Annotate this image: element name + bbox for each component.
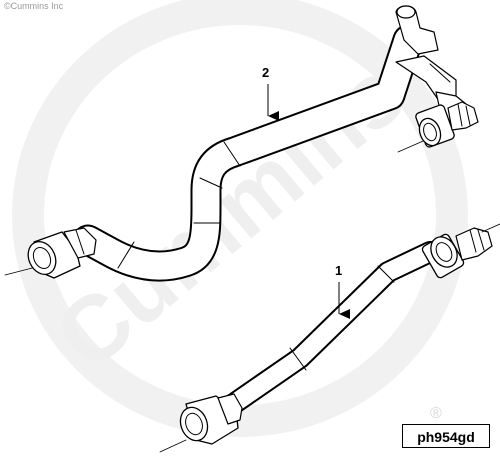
tube-upper (4, 5, 479, 282)
callout-1-number: 1 (335, 263, 342, 278)
callout-2-number: 2 (262, 65, 269, 80)
fitting-upper-left (27, 227, 97, 279)
callout-1: 1 (335, 263, 350, 319)
fitting-lower-left (179, 393, 243, 445)
fitting-lower-right (421, 223, 500, 279)
callout-2: 2 (262, 65, 279, 121)
figure-id-label: ph954gd (402, 424, 490, 448)
fitting-upper-right (397, 101, 479, 153)
watermark-registered-mark: ® (430, 405, 442, 422)
copyright-notice: ©Cummins Inc (4, 1, 64, 11)
